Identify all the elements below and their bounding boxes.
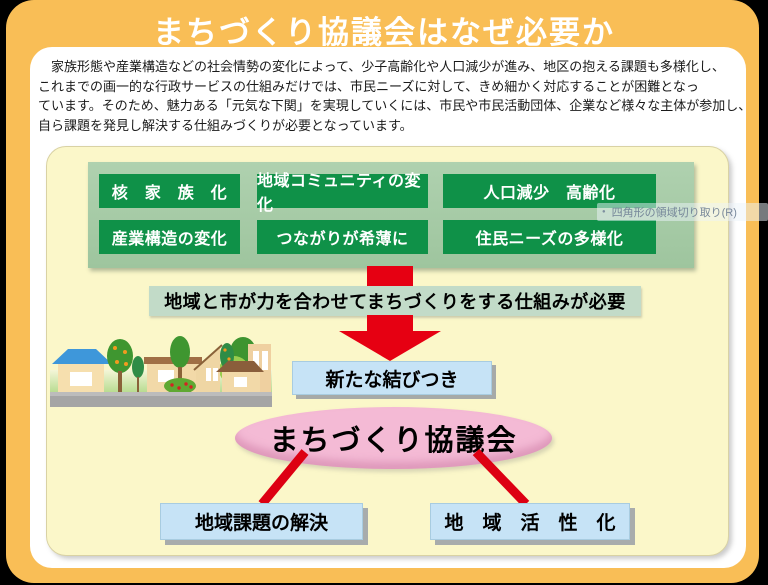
intro-paragraph: 家族形態や産業構造などの社会情勢の変化によって、少子高齢化や人口減少が進み、地区… xyxy=(38,57,752,135)
factor-box-industry-change: 産業構造の変化 xyxy=(99,220,240,254)
watermark-label: 四角形の領域切り取り(R) xyxy=(611,207,737,219)
factor-box-weak-ties: つながりが希薄に xyxy=(257,220,428,254)
factor-box-community-change: 地域コミュニティの変化 xyxy=(257,173,428,214)
outcome-box-problem-solving: 地域課題の解決 xyxy=(160,503,363,540)
roof-icon xyxy=(216,361,264,372)
connector-lines xyxy=(258,448,530,508)
connector-line-left xyxy=(258,449,309,507)
roof-icon xyxy=(52,349,112,364)
outcome-box-revitalization: 地 域 活 性 化 xyxy=(430,503,630,540)
tree-icon xyxy=(132,356,144,378)
intro-line: 自ら課題を発見し解決する仕組みづくりが必要となっています。 xyxy=(38,117,413,133)
page-title: まちづくり協議会はなぜ必要か xyxy=(153,15,615,50)
new-bond-box: 新たな結びつき xyxy=(292,361,492,395)
council-ellipse: まちづくり協議会 xyxy=(235,407,552,469)
need-banner: 地域と市が力を合わせてまちづくりをする仕組みが必要 xyxy=(149,286,641,316)
down-arrow-shaft-lower xyxy=(367,315,413,332)
factor-box-nuclear-family: 核 家 族 化 xyxy=(99,174,240,208)
down-arrow-shaft-upper xyxy=(367,266,413,287)
tree-icon xyxy=(107,339,133,373)
road xyxy=(50,392,272,396)
bullet-icon: ● xyxy=(602,209,606,215)
town-illustration xyxy=(50,336,272,407)
bush-icon xyxy=(164,378,196,394)
tree-icon xyxy=(170,336,190,368)
factor-box-population-decline: 人口減少 高齢化 xyxy=(443,174,656,208)
factor-box-diverse-needs: 住民ニーズの多様化 xyxy=(443,220,656,254)
intro-line: 家族形態や産業構造などの社会情勢の変化によって、少子高齢化や人口減少が進み、地区… xyxy=(38,59,725,74)
snipping-tool-watermark: ● 四角形の領域切り取り(R) xyxy=(597,203,768,221)
connector-line-right xyxy=(472,448,530,508)
intro-line: ています。そのため、魅力ある「元気な下関」を実現していくには、市民や市民活動団体… xyxy=(38,98,752,114)
down-arrow-icon xyxy=(339,331,441,361)
intro-line: これまでの画一的な行政サービスの仕組みだけでは、市民ニーズに対して、きめ細かく対… xyxy=(38,78,699,94)
